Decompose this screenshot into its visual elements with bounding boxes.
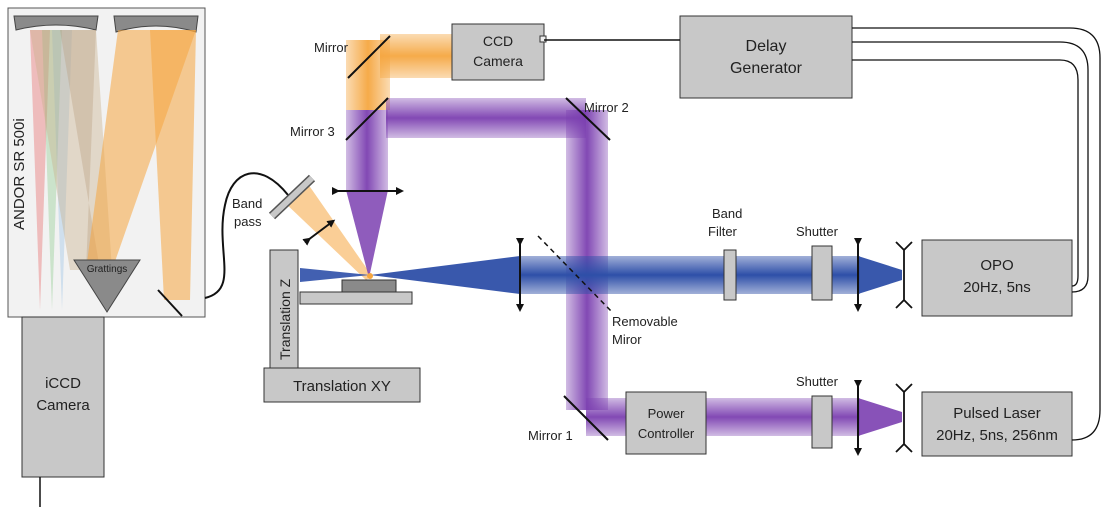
power-controller: Power Controller: [625, 391, 707, 455]
spectrometer-name: ANDOR SR 500i: [11, 118, 28, 230]
entrance-mirror: [157, 289, 183, 317]
iccd-line2: Camera: [36, 397, 90, 414]
diverging-lens-opo: [895, 241, 913, 309]
power-line1: Power: [648, 406, 686, 421]
diverging-lens-laser: [895, 383, 913, 453]
mirror-1: [563, 395, 609, 441]
label-bandpass-1: Band: [232, 196, 262, 211]
mixed-ray-2: [60, 30, 100, 270]
label-band-filter-1: Band: [712, 206, 742, 221]
ccd-camera-box: [451, 23, 545, 81]
uv-beam-horizontal-top: [386, 98, 586, 138]
iccd-camera-box: [21, 316, 105, 478]
label-mirror: Mirror: [314, 40, 349, 55]
opo: OPO 20Hz, 5ns: [921, 239, 1073, 317]
mirror-2: [565, 97, 611, 141]
shutter-top: [811, 245, 833, 301]
power-line2: Controller: [638, 426, 695, 441]
delay-line1: Delay: [746, 38, 787, 55]
orange-beam-vertical: [346, 40, 390, 110]
uv-laser-cone: [858, 398, 902, 436]
red-ray: [30, 30, 50, 310]
ccd-connector: [539, 35, 547, 43]
power-controller-box: [625, 391, 707, 455]
mirror-ccd: [347, 35, 391, 79]
blue-focus-cone: [370, 256, 520, 294]
orange-beam-horizontal: [380, 34, 452, 78]
green-ray: [42, 30, 62, 310]
focus-spot: [367, 273, 373, 279]
mirror-3: [345, 97, 389, 141]
blue-transmitted: [300, 268, 370, 282]
sample-plate: [299, 291, 413, 305]
cable-delay-opo-2: [852, 59, 1079, 287]
optical-fiber: [204, 172, 289, 299]
label-removable-2: Miror: [612, 332, 642, 347]
laser-line1: Pulsed Laser: [953, 405, 1041, 422]
shutter-bottom: [811, 395, 833, 449]
translation-xy-stage: [263, 367, 421, 403]
grating-label: Grattings: [87, 264, 128, 275]
lens-bandpass: [302, 219, 336, 246]
cable-delay-laser: [852, 27, 1101, 441]
uv-beam-vertical-left: [346, 110, 388, 190]
spectrometer: Grattings ANDOR SR 500i: [7, 7, 206, 318]
translation-z-label: Translation Z: [277, 278, 293, 360]
label-shutter-top: Shutter: [796, 224, 839, 239]
iccd-camera: iCCD Camera: [21, 316, 105, 507]
spectrometer-mirror-left: [13, 15, 99, 31]
cyan-ray: [52, 30, 72, 310]
delay-generator: Delay Generator: [679, 15, 853, 99]
label-bandpass-2: pass: [234, 214, 262, 229]
sample: [341, 279, 397, 293]
blue-opo-cone: [858, 256, 902, 294]
cable-delay-opo: [852, 41, 1089, 293]
laser-line2: 20Hz, 5ns, 256nm: [936, 427, 1058, 444]
label-mirror-2: Mirror 2: [584, 100, 629, 115]
iccd-line1: iCCD: [45, 375, 81, 392]
mixed-ray: [30, 30, 112, 270]
blue-beam-horizontal: [520, 256, 860, 294]
label-mirror-3: Mirror 3: [290, 124, 335, 139]
band-filter: [723, 249, 737, 301]
delay-generator-box: [679, 15, 853, 99]
uv-beam-bottom-1: [586, 398, 626, 436]
opo-line1: OPO: [980, 257, 1013, 274]
pulsed-laser: Pulsed Laser 20Hz, 5ns, 256nm: [921, 391, 1073, 457]
orange-ray-2: [150, 30, 196, 300]
ccd-line1: CCD: [483, 33, 513, 49]
ccd-camera: CCD Camera: [451, 23, 547, 81]
sample-stage: Translation Z Translation XY: [263, 249, 421, 403]
ccd-line2: Camera: [473, 53, 523, 69]
translation-xy-label: Translation XY: [293, 378, 391, 395]
delay-line2: Generator: [730, 60, 803, 77]
bandpass-filter-inner: [269, 175, 315, 219]
opo-box: [921, 239, 1073, 317]
label-band-filter-2: Filter: [708, 224, 738, 239]
label-removable-1: Removable: [612, 314, 678, 329]
label-mirror-1: Mirror 1: [528, 428, 573, 443]
uv-focus-cone: [346, 190, 388, 278]
translation-z-stage: [269, 249, 299, 369]
pulsed-laser-box: [921, 391, 1073, 457]
uv-beam-bottom-2: [704, 398, 860, 436]
grating-prism: [73, 259, 141, 313]
label-shutter-bottom: Shutter: [796, 374, 839, 389]
opo-line2: 20Hz, 5ns: [963, 279, 1031, 296]
